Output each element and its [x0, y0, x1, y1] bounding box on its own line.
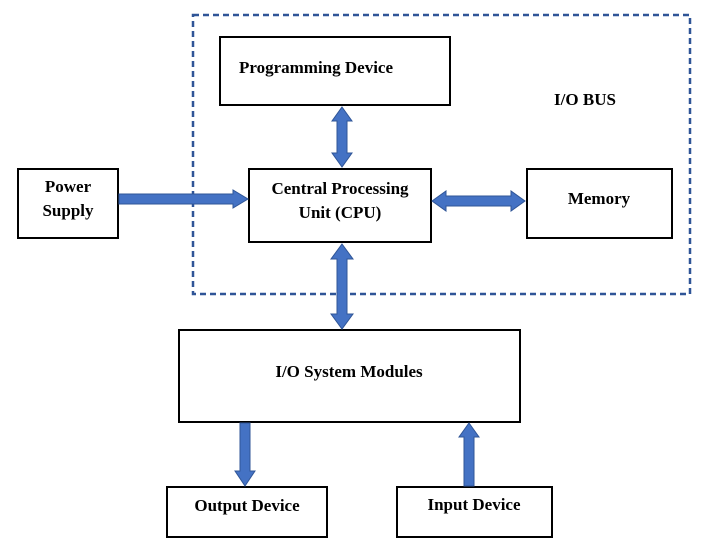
- io-bus-region: [191, 13, 692, 296]
- io-system-modules-label: I/O System Modules: [275, 362, 423, 381]
- power-supply-label-line1: Power: [45, 177, 92, 196]
- output-device-box: Output Device: [166, 486, 328, 538]
- arrow-io-to-output: [234, 422, 256, 487]
- programming-device-label: Programming Device: [239, 58, 394, 77]
- cpu-box: Central Processing Unit (CPU): [248, 168, 432, 243]
- output-device-label: Output Device: [194, 496, 300, 515]
- programming-device-box: Programming Device: [219, 36, 451, 106]
- input-device-label: Input Device: [427, 495, 520, 514]
- arrow-cpu-io-modules: [330, 243, 354, 330]
- arrow-input-to-io: [458, 422, 480, 487]
- cpu-label-line2: Unit (CPU): [299, 203, 382, 222]
- memory-label: Memory: [568, 189, 631, 208]
- io-system-modules-box: I/O System Modules: [178, 329, 521, 423]
- io-bus-label: I/O BUS: [554, 90, 616, 109]
- arrow-power-to-cpu: [118, 189, 249, 209]
- cpu-label-line1: Central Processing: [271, 179, 409, 198]
- power-supply-box: Power Supply: [17, 168, 119, 239]
- input-device-box: Input Device: [396, 486, 553, 538]
- arrow-cpu-memory: [431, 190, 526, 212]
- power-supply-label-line2: Supply: [42, 201, 94, 220]
- memory-box: Memory: [526, 168, 673, 239]
- arrow-programming-cpu: [331, 106, 353, 168]
